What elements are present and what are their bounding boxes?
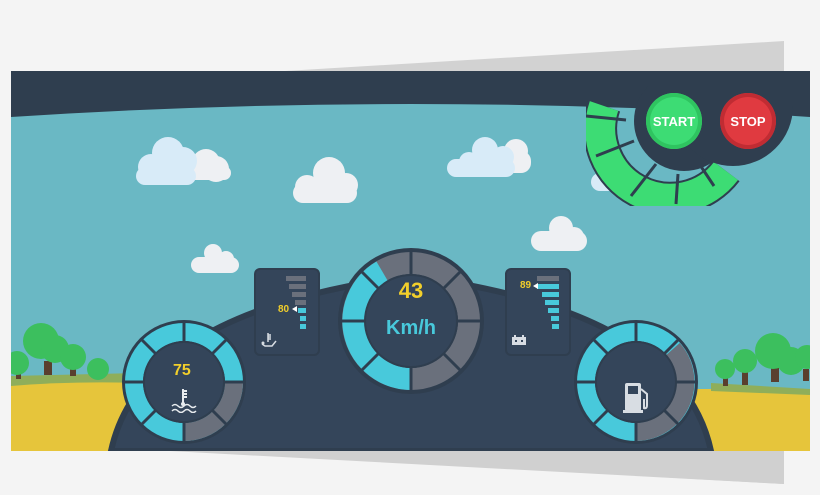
dashboard-scene: START STOP 80 89 (11, 71, 810, 451)
speed-value: 43 (398, 278, 424, 303)
coolant-temperature-icon (171, 389, 197, 413)
fuel-gauge (574, 320, 698, 444)
speed-value-wrap: 43 (336, 278, 486, 304)
cloud-icon (136, 137, 197, 185)
battery-value: 89 (520, 280, 532, 291)
indicator-arrow-icon (533, 283, 538, 289)
oil-temperature-icon (261, 333, 277, 347)
cloud-icon (186, 149, 231, 182)
tree-icon (60, 344, 86, 376)
battery-bar-panel: 89 (505, 268, 571, 356)
speedometer-gauge (338, 248, 484, 394)
start-label: START (652, 113, 696, 129)
fuel-pump-icon (623, 383, 648, 413)
stop-label: STOP (730, 113, 766, 129)
coolant-temperature-gauge (122, 320, 246, 444)
tree-icon (715, 359, 735, 386)
tree-icon (87, 358, 109, 380)
tree-icon (795, 345, 810, 381)
speed-unit: Km/h (386, 317, 436, 339)
cloud-icon (447, 137, 515, 177)
cloud-icon (191, 244, 239, 273)
oil-temperature-value: 80 (278, 304, 290, 315)
coolant-value: 75 (173, 362, 191, 379)
cloud-icon (531, 216, 587, 251)
start-button[interactable]: START (646, 93, 702, 149)
cloud-icon (293, 157, 358, 203)
battery-icon (512, 335, 526, 345)
windshield-top (11, 71, 810, 117)
tree-icon (11, 351, 29, 379)
oil-temperature-bar-panel: 80 (254, 268, 320, 356)
tree-icon (733, 349, 757, 385)
indicator-arrow-icon (292, 306, 297, 312)
stop-button[interactable]: STOP (720, 93, 776, 149)
